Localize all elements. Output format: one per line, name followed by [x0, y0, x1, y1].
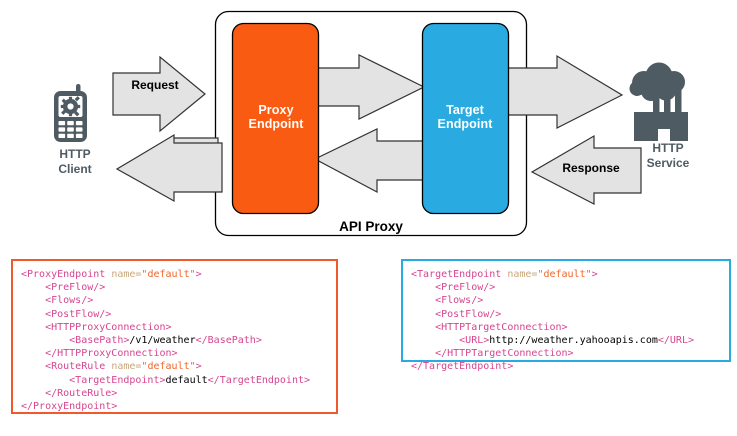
- service-to-target-arrow: [530, 134, 642, 205]
- api-proxy-container-label: API Proxy: [339, 219, 403, 234]
- proxy-endpoint-code-block: <ProxyEndpoint name="default"> <PreFlow/…: [11, 259, 338, 414]
- proxy-endpoint-code-text: <ProxyEndpoint name="default"> <PreFlow/…: [21, 269, 311, 413]
- api-proxy-flow-diagram: .ar{fill:#e3e3e3;stroke:#333333;stroke-w…: [54, 10, 688, 237]
- proxy-endpoint-box[interactable]: [231, 22, 320, 215]
- target-to-service-arrow: [507, 54, 624, 129]
- http-client-label-line1: HTTP: [59, 147, 91, 161]
- request-arrow-label: Request: [131, 78, 179, 92]
- target-endpoint-label: Target Endpoint: [421, 103, 509, 131]
- proxy-endpoint-label-line2: Endpoint: [248, 117, 304, 131]
- http-client-label-line2: Client: [58, 162, 92, 176]
- http-service-label-line1: HTTP: [652, 141, 684, 155]
- http-client-icon: [54, 84, 87, 142]
- target-endpoint-box[interactable]: [421, 22, 510, 215]
- target-to-proxy-arrow: [313, 128, 424, 193]
- request-arrow: [112, 55, 206, 133]
- proxy-to-client-arrow-shape: [115, 133, 223, 203]
- proxy-to-target-arrow: [317, 54, 426, 120]
- target-endpoint-label-line2: Endpoint: [437, 117, 493, 131]
- target-endpoint-code-text: <TargetEndpoint name="default"> <PreFlow…: [411, 269, 694, 373]
- http-service-label: HTTP Service: [628, 141, 708, 171]
- proxy-endpoint-label: Proxy Endpoint: [232, 103, 320, 131]
- target-endpoint-code-block: <TargetEndpoint name="default"> <PreFlow…: [401, 259, 731, 372]
- http-client-label: HTTP Client: [35, 147, 115, 177]
- http-service-icon: [629, 62, 688, 141]
- http-service-label-line2: Service: [646, 156, 690, 170]
- target-endpoint-label-line1: Target: [446, 103, 484, 117]
- proxy-endpoint-label-line1: Proxy: [258, 103, 294, 117]
- response-arrow-label: Response: [562, 161, 620, 175]
